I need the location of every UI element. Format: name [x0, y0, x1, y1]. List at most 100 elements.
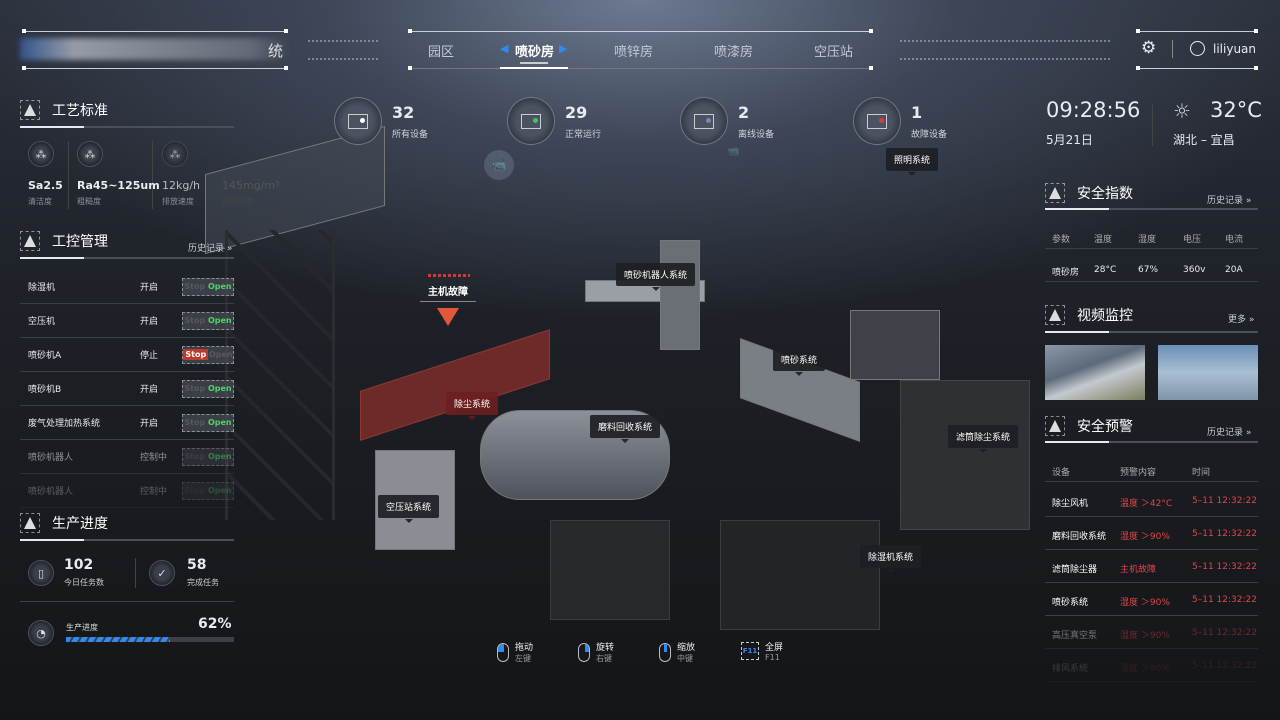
device-status: 控制中 — [140, 487, 168, 497]
username[interactable]: liliyuan — [1213, 42, 1257, 56]
video-thumbnail[interactable] — [1045, 345, 1145, 400]
scene-label[interactable]: 滤筒除尘系统 — [948, 425, 1019, 453]
device-status: 开启 — [140, 419, 159, 429]
chevron-left-icon[interactable]: ◀ — [500, 42, 509, 55]
panel-title: 视频监控 — [1045, 305, 1133, 325]
clock-time: 09:28:56 — [1046, 98, 1141, 122]
warning-device: 除尘风机 — [1052, 499, 1089, 509]
warning-row[interactable]: 磨料回收系统 湿度 ＞90% 5–11 12:32:22 — [1045, 517, 1258, 550]
tab-park[interactable]: 园区 — [428, 45, 455, 60]
tab-zinc-room[interactable]: 喷锌房 — [614, 45, 654, 60]
table-cell: 喷砂房 — [1052, 268, 1080, 278]
table-cell: 67% — [1138, 265, 1159, 275]
user-icon[interactable] — [1190, 41, 1205, 56]
header-line — [1136, 66, 1258, 70]
gauge-icon: ◔ — [28, 620, 54, 646]
table-cell: 20A — [1225, 265, 1243, 275]
progress-label: 生产进度 — [66, 623, 98, 632]
history-link[interactable]: 历史记录 » — [1207, 428, 1252, 438]
tab-paint-room[interactable]: 喷漆房 — [714, 45, 754, 60]
panel-title: 安全指数 — [1045, 183, 1133, 203]
device-panel-icon — [680, 97, 728, 145]
scene-label[interactable]: 照明系统 — [886, 148, 939, 176]
particles-icon: ⁂ — [77, 141, 103, 167]
tab-air-station[interactable]: 空压站 — [814, 45, 854, 60]
fullscreen-icon: F11 — [741, 642, 759, 660]
triangle-icon — [20, 231, 40, 251]
column-header: 预警内容 — [1120, 468, 1157, 478]
camera-icon[interactable]: 📹 — [727, 146, 740, 157]
panel-title: 安全预警 — [1045, 416, 1133, 436]
fault-alert[interactable]: 主机故障 — [420, 283, 476, 302]
machine-model — [720, 520, 880, 630]
progress-value: 62% — [198, 616, 232, 632]
warning-row[interactable]: 除尘风机 温度 ＞42°C 5–11 12:32:22 — [1045, 484, 1258, 517]
panel-title: 生产进度 — [20, 513, 108, 533]
column-header: 电流 — [1225, 235, 1244, 245]
progress-bar — [66, 637, 234, 642]
panel-underline — [20, 257, 234, 259]
history-link[interactable]: 历史记录 » — [1207, 196, 1252, 206]
header-line — [1136, 29, 1258, 33]
warning-content: 湿度 ＞90% — [1120, 598, 1170, 608]
panel-underline — [1045, 331, 1258, 333]
app-title: 统 — [268, 42, 284, 60]
device-name: 喷砂机器人 — [28, 453, 74, 463]
warning-row[interactable]: 排风系统 湿度 ＞90% 5–11 12:32:22 — [1045, 649, 1258, 682]
warning-time: 5–11 12:32:22 — [1192, 529, 1257, 539]
warning-row[interactable]: 喷砂系统 湿度 ＞90% 5–11 12:32:22 — [1045, 583, 1258, 616]
device-panel-icon — [507, 97, 555, 145]
mouse-icon — [578, 642, 590, 662]
fault-marker-icon[interactable] — [437, 308, 459, 326]
column-header: 湿度 — [1138, 235, 1157, 245]
warning-row[interactable]: 滤筒除尘器 主机故障 5–11 12:32:22 — [1045, 550, 1258, 583]
scene-label[interactable]: 除湿机系统 — [860, 545, 922, 573]
camera-icon[interactable]: 📹 — [484, 150, 514, 180]
more-link[interactable]: 更多 » — [1228, 315, 1255, 325]
video-thumbnail[interactable] — [1158, 345, 1258, 400]
tab-sandblast-room[interactable]: 喷砂房 — [515, 45, 555, 60]
scene-label[interactable]: 喷砂系统 — [773, 348, 826, 376]
column-header: 温度 — [1094, 235, 1113, 245]
warning-content: 湿度 ＞90% — [1120, 532, 1170, 542]
history-link[interactable]: 历史记录 » — [188, 244, 233, 254]
metric-value: 145mg/m³ — [222, 179, 280, 192]
warning-row[interactable]: 高压真空泵 湿度 ＞90% 5–11 12:32:22 — [1045, 616, 1258, 649]
particles-icon: ⁂ — [162, 141, 188, 167]
machine-model — [850, 310, 940, 380]
particles-icon: ⁂ — [28, 141, 54, 167]
warning-device: 排风系统 — [1052, 664, 1089, 674]
warning-device: 滤筒除尘器 — [1052, 565, 1098, 575]
scene-label[interactable]: 空压站系统 — [378, 495, 440, 523]
device-status: 控制中 — [140, 453, 168, 463]
header-line — [22, 29, 288, 33]
scene-label[interactable]: 磨料回收系统 — [590, 415, 661, 443]
panel-title: 工控管理 — [20, 231, 108, 251]
warning-time: 5–11 12:32:22 — [1192, 562, 1257, 572]
device-name: 空压机 — [28, 317, 56, 327]
triangle-icon — [1045, 416, 1065, 436]
column-header: 时间 — [1192, 468, 1211, 478]
app-title-blur — [20, 38, 290, 60]
device-status: 开启 — [140, 283, 159, 293]
scene-label[interactable]: 喷砂机器人系统 — [616, 263, 696, 291]
warning-content: 湿度 ＞90% — [1120, 664, 1170, 674]
warning-device: 高压真空泵 — [1052, 631, 1098, 641]
scene-label[interactable]: 除尘系统 — [446, 392, 499, 420]
warning-time: 5–11 12:32:22 — [1192, 496, 1257, 506]
chevron-right-icon[interactable]: ▶ — [559, 42, 568, 55]
robot-column-model — [660, 240, 700, 350]
gear-icon[interactable]: ⚙ — [1141, 38, 1157, 58]
location: 湖北 – 宜昌 — [1173, 133, 1235, 147]
device-name: 除湿机 — [28, 283, 56, 293]
metric-label: 排放浓度 — [222, 197, 254, 206]
